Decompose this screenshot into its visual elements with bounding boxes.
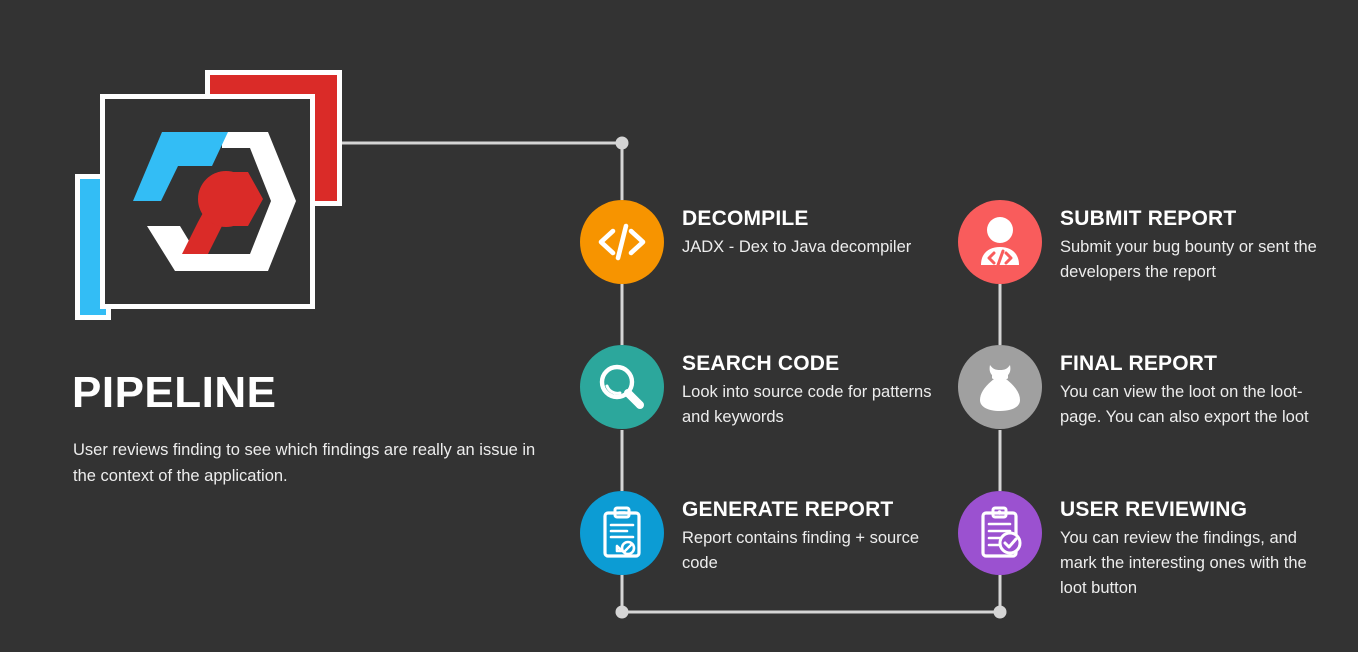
code-brackets-icon <box>598 223 646 261</box>
connector-node-bottom-left <box>615 605 629 619</box>
hexagon-logo-icon <box>133 132 296 271</box>
pipeline-step-search-code[interactable]: SEARCH CODE Look into source code for pa… <box>580 345 942 430</box>
generate-report-title: GENERATE REPORT <box>682 498 894 521</box>
user-reviewing-badge <box>958 491 1042 575</box>
developer-person-icon <box>981 217 1019 267</box>
pipeline-step-decompile[interactable]: DECOMPILE JADX - Dex to Java decompiler <box>580 200 942 284</box>
generate-report-badge <box>580 491 664 575</box>
user-reviewing-desc: You can review the findings, and mark th… <box>1060 529 1307 597</box>
generate-report-desc: Report contains finding + source code <box>682 529 920 572</box>
search-code-title: SEARCH CODE <box>682 352 840 375</box>
user-reviewing-title: USER REVIEWING <box>1060 498 1248 521</box>
pipeline-step-user-reviewing[interactable]: USER REVIEWING You can review the findin… <box>958 491 1322 601</box>
clipboard-check-icon <box>981 506 1022 558</box>
clipboard-chart-icon <box>603 506 641 558</box>
decompile-badge <box>580 200 664 284</box>
decompile-desc: JADX - Dex to Java decompiler <box>682 238 912 256</box>
final-report-desc: You can view the loot on the loot-page. … <box>1060 383 1309 426</box>
final-report-badge <box>958 345 1042 429</box>
pipeline-step-generate-report[interactable]: GENERATE REPORT Report contains finding … <box>580 491 942 576</box>
logo-cluster <box>75 70 365 345</box>
submit-report-title: SUBMIT REPORT <box>1060 207 1237 230</box>
submit-report-badge <box>958 200 1042 284</box>
loot-bag-icon <box>980 365 1020 411</box>
magnifier-icon <box>599 364 644 409</box>
pipeline-step-final-report[interactable]: FINAL REPORT You can view the loot on th… <box>958 345 1322 430</box>
decompile-title: DECOMPILE <box>682 207 809 230</box>
pipeline-step-submit-report[interactable]: SUBMIT REPORT Submit your bug bounty or … <box>958 200 1322 285</box>
connector-node-top <box>615 136 629 150</box>
final-report-title: FINAL REPORT <box>1060 352 1218 375</box>
submit-report-desc: Submit your bug bounty or sent the devel… <box>1060 238 1317 281</box>
search-code-desc: Look into source code for patterns and k… <box>682 383 932 426</box>
page-title: PIPELINE <box>72 368 277 417</box>
search-code-badge <box>580 345 664 429</box>
connector-node-bottom-right <box>993 605 1007 619</box>
page-subtitle: User reviews finding to see which findin… <box>73 441 536 485</box>
